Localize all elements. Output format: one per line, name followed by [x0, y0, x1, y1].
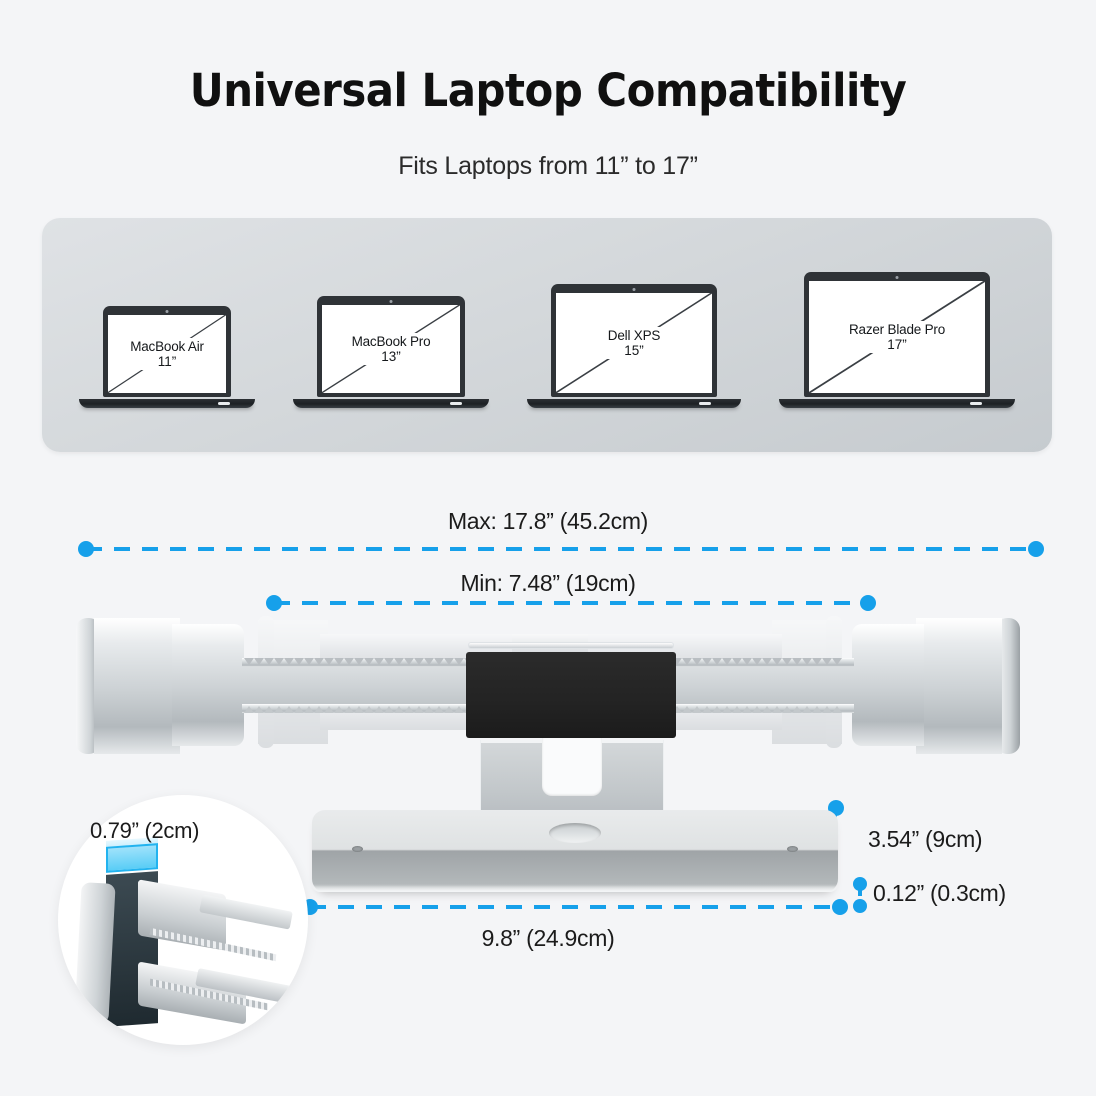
measure-endpoint-dot [78, 541, 94, 557]
laptop-screen: MacBook Pro 13” [322, 305, 460, 393]
stand-neck [477, 738, 667, 817]
laptop-lid: MacBook Pro 13” [317, 296, 465, 397]
laptop-name: MacBook Air [130, 338, 204, 354]
base-width-label: 9.8” (24.9cm) [481, 925, 615, 951]
min-width-label: Min: 7.48” (19cm) [460, 570, 636, 596]
clamp-detail-inset [58, 795, 308, 1045]
center-clamp [466, 642, 676, 742]
page-title: Universal Laptop Compatibility [189, 64, 907, 117]
measure-endpoint-dot [860, 595, 876, 611]
base-screw [787, 846, 798, 852]
clamp-depth-label: 0.79” (2cm) [90, 818, 200, 843]
laptop-screen: Dell XPS 15” [556, 293, 712, 393]
laptop-size: 13” [381, 349, 401, 364]
dashed-line [274, 601, 868, 605]
laptop-screen: Razer Blade Pro 17” [809, 281, 985, 393]
base-thickness-label: 0.12” (0.3cm) [873, 880, 1006, 906]
laptop-list: MacBook Air 11” MacBook Pro 13” [42, 218, 1052, 452]
laptop-base [779, 399, 1015, 408]
neck-cutout [542, 738, 602, 796]
laptop-base [79, 399, 255, 408]
height-label: 3.54” (9cm) [868, 826, 983, 852]
laptop-lid: MacBook Air 11” [103, 306, 231, 397]
base-cable-hole [549, 823, 601, 843]
min-width-measure-line [266, 595, 876, 611]
laptop-base [293, 399, 489, 408]
product-illustration [0, 612, 1096, 912]
webcam-icon [895, 276, 899, 279]
webcam-icon [389, 300, 393, 303]
stand-base-plate [312, 810, 838, 892]
right-arm-extended [600, 612, 1030, 758]
left-arm-extended [66, 612, 496, 758]
laptop-label: MacBook Air 11” [127, 337, 207, 371]
list-item: Dell XPS 15” [527, 284, 741, 408]
measure-endpoint-dot [853, 877, 867, 891]
list-item: MacBook Air 11” [79, 306, 255, 408]
laptop-lid: Dell XPS 15” [551, 284, 717, 397]
laptop-size: 15” [624, 343, 644, 358]
laptop-screen: MacBook Air 11” [108, 315, 226, 393]
measure-endpoint-dot [853, 899, 867, 913]
base-front-rim [312, 884, 838, 892]
laptop-size: 11” [157, 354, 177, 369]
max-width-label: Max: 17.8” (45.2cm) [447, 508, 649, 534]
base-thickness-measure-line [853, 877, 867, 913]
list-item: Razer Blade Pro 17” [779, 272, 1015, 408]
laptop-base [527, 399, 741, 408]
max-width-measure-line [78, 541, 1044, 557]
dashed-line [858, 884, 862, 906]
clamp-top-cap [468, 642, 674, 649]
clamp-depth-highlight [106, 843, 158, 873]
base-screw [352, 846, 363, 852]
clamp-body [466, 652, 676, 738]
laptop-size: 17” [887, 337, 907, 352]
list-item: MacBook Pro 13” [293, 296, 489, 408]
laptop-name: MacBook Pro [351, 333, 431, 349]
dashed-line [310, 905, 840, 909]
webcam-icon [165, 310, 169, 313]
laptop-lid: Razer Blade Pro 17” [804, 272, 990, 397]
laptop-name: Dell XPS [607, 327, 661, 343]
measure-endpoint-dot [266, 595, 282, 611]
measure-endpoint-dot [1028, 541, 1044, 557]
laptop-name: Razer Blade Pro [848, 321, 946, 337]
laptop-label: Razer Blade Pro 17” [845, 320, 949, 354]
measure-endpoint-dot [832, 899, 848, 915]
laptop-label: MacBook Pro 13” [348, 332, 434, 366]
page-subtitle: Fits Laptops from 11” to 17” [398, 152, 698, 180]
webcam-icon [632, 288, 636, 291]
laptop-label: Dell XPS 15” [604, 326, 664, 360]
compatibility-panel: MacBook Air 11” MacBook Pro 13” [42, 218, 1052, 452]
dashed-line [86, 547, 1036, 551]
